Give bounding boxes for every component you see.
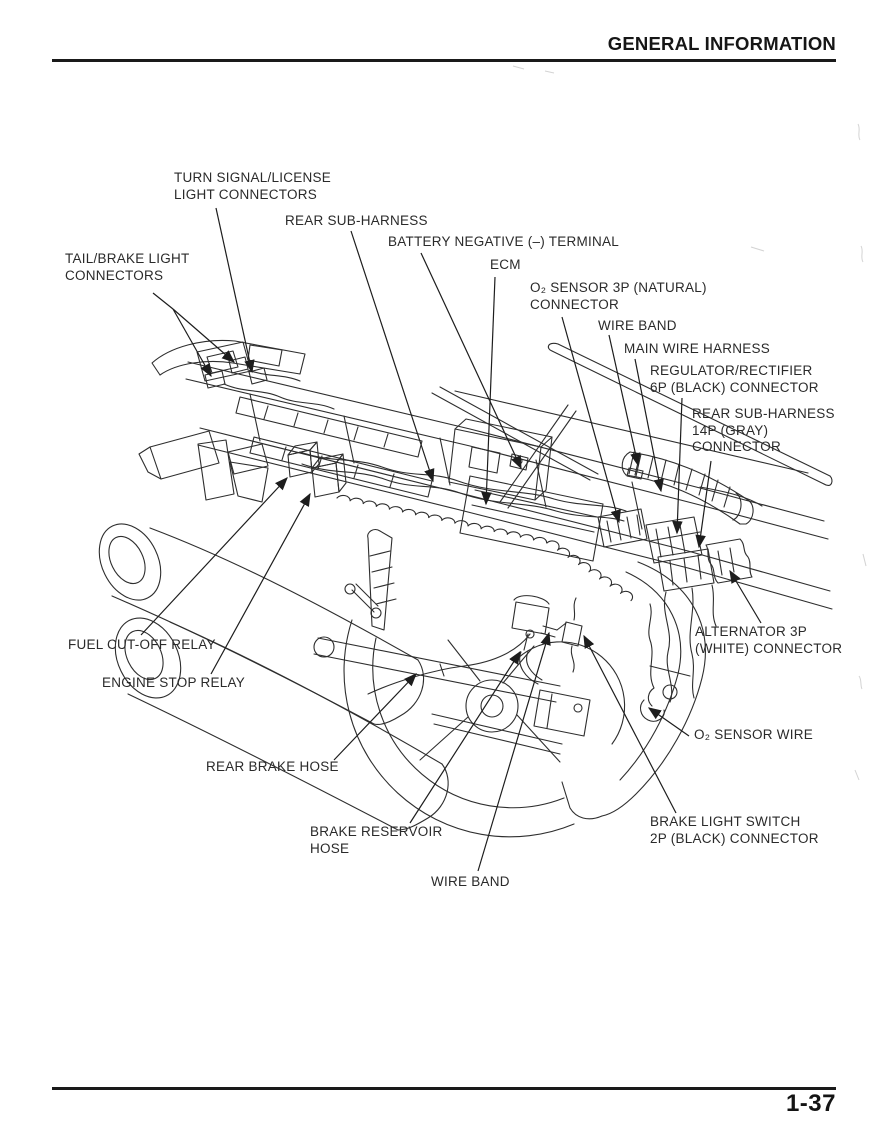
- header-rule: [52, 59, 836, 62]
- shock-linkage: [344, 529, 397, 631]
- brake-assembly: [367, 595, 626, 745]
- label-battery-negative-terminal: BATTERY NEGATIVE (–) TERMINAL: [388, 234, 620, 249]
- scan-artifacts: [512, 65, 867, 781]
- main-wire-runs: [299, 451, 634, 602]
- label-turn-signal-license-light-connectors: TURN SIGNAL/LICENSE LIGHT CONNECTORS: [174, 170, 332, 202]
- frame-rails: [185, 342, 833, 610]
- label-rear-sub-harness: REAR SUB-HARNESS: [285, 213, 428, 228]
- leader-lines: [140, 207, 762, 872]
- label-wire-band-bottom: WIRE BAND: [431, 874, 510, 889]
- label-engine-stop-relay: ENGINE STOP RELAY: [102, 675, 246, 690]
- label-brake-reservoir-hose: BRAKE RESERVOIR HOSE: [310, 824, 443, 856]
- tail-section: [138, 339, 335, 503]
- page-header-title: GENERAL INFORMATION: [607, 33, 836, 54]
- label-o2-sensor-3p-connector: O₂ SENSOR 3P (NATURAL) CONNECTOR: [530, 280, 707, 312]
- relay-boxes: [287, 441, 347, 498]
- label-fuel-cut-off-relay: FUEL CUT-OFF RELAY: [68, 637, 216, 652]
- label-main-wire-harness: MAIN WIRE HARNESS: [624, 341, 771, 356]
- label-wire-band-top: WIRE BAND: [598, 318, 677, 333]
- mufflers: [98, 523, 449, 831]
- rear-mudguard: [561, 561, 706, 820]
- label-tail-brake-light-connectors: TAIL/BRAKE LIGHT CONNECTORS: [65, 251, 190, 283]
- label-ecm: ECM: [490, 257, 521, 272]
- label-alternator-3p-connector: ALTERNATOR 3P (WHITE) CONNECTOR: [695, 624, 843, 656]
- footer-rule: [52, 1087, 836, 1090]
- label-o2-sensor-wire: O₂ SENSOR WIRE: [694, 727, 814, 742]
- label-rear-brake-hose: REAR BRAKE HOSE: [206, 759, 339, 774]
- label-regulator-rectifier-6p-connector: REGULATOR/RECTIFIER 6P (BLACK) CONNECTOR: [650, 363, 819, 395]
- battery-and-ecm: [448, 418, 604, 562]
- label-brake-light-switch-2p-connector: BRAKE LIGHT SWITCH 2P (BLACK) CONNECTOR: [650, 814, 819, 846]
- rear-wheel: [313, 619, 575, 838]
- connector-cluster: [597, 508, 753, 722]
- label-rear-sub-harness-14p-connector: REAR SUB-HARNESS 14P (GRAY) CONNECTOR: [692, 406, 835, 454]
- page-number: 1-37: [785, 1090, 836, 1117]
